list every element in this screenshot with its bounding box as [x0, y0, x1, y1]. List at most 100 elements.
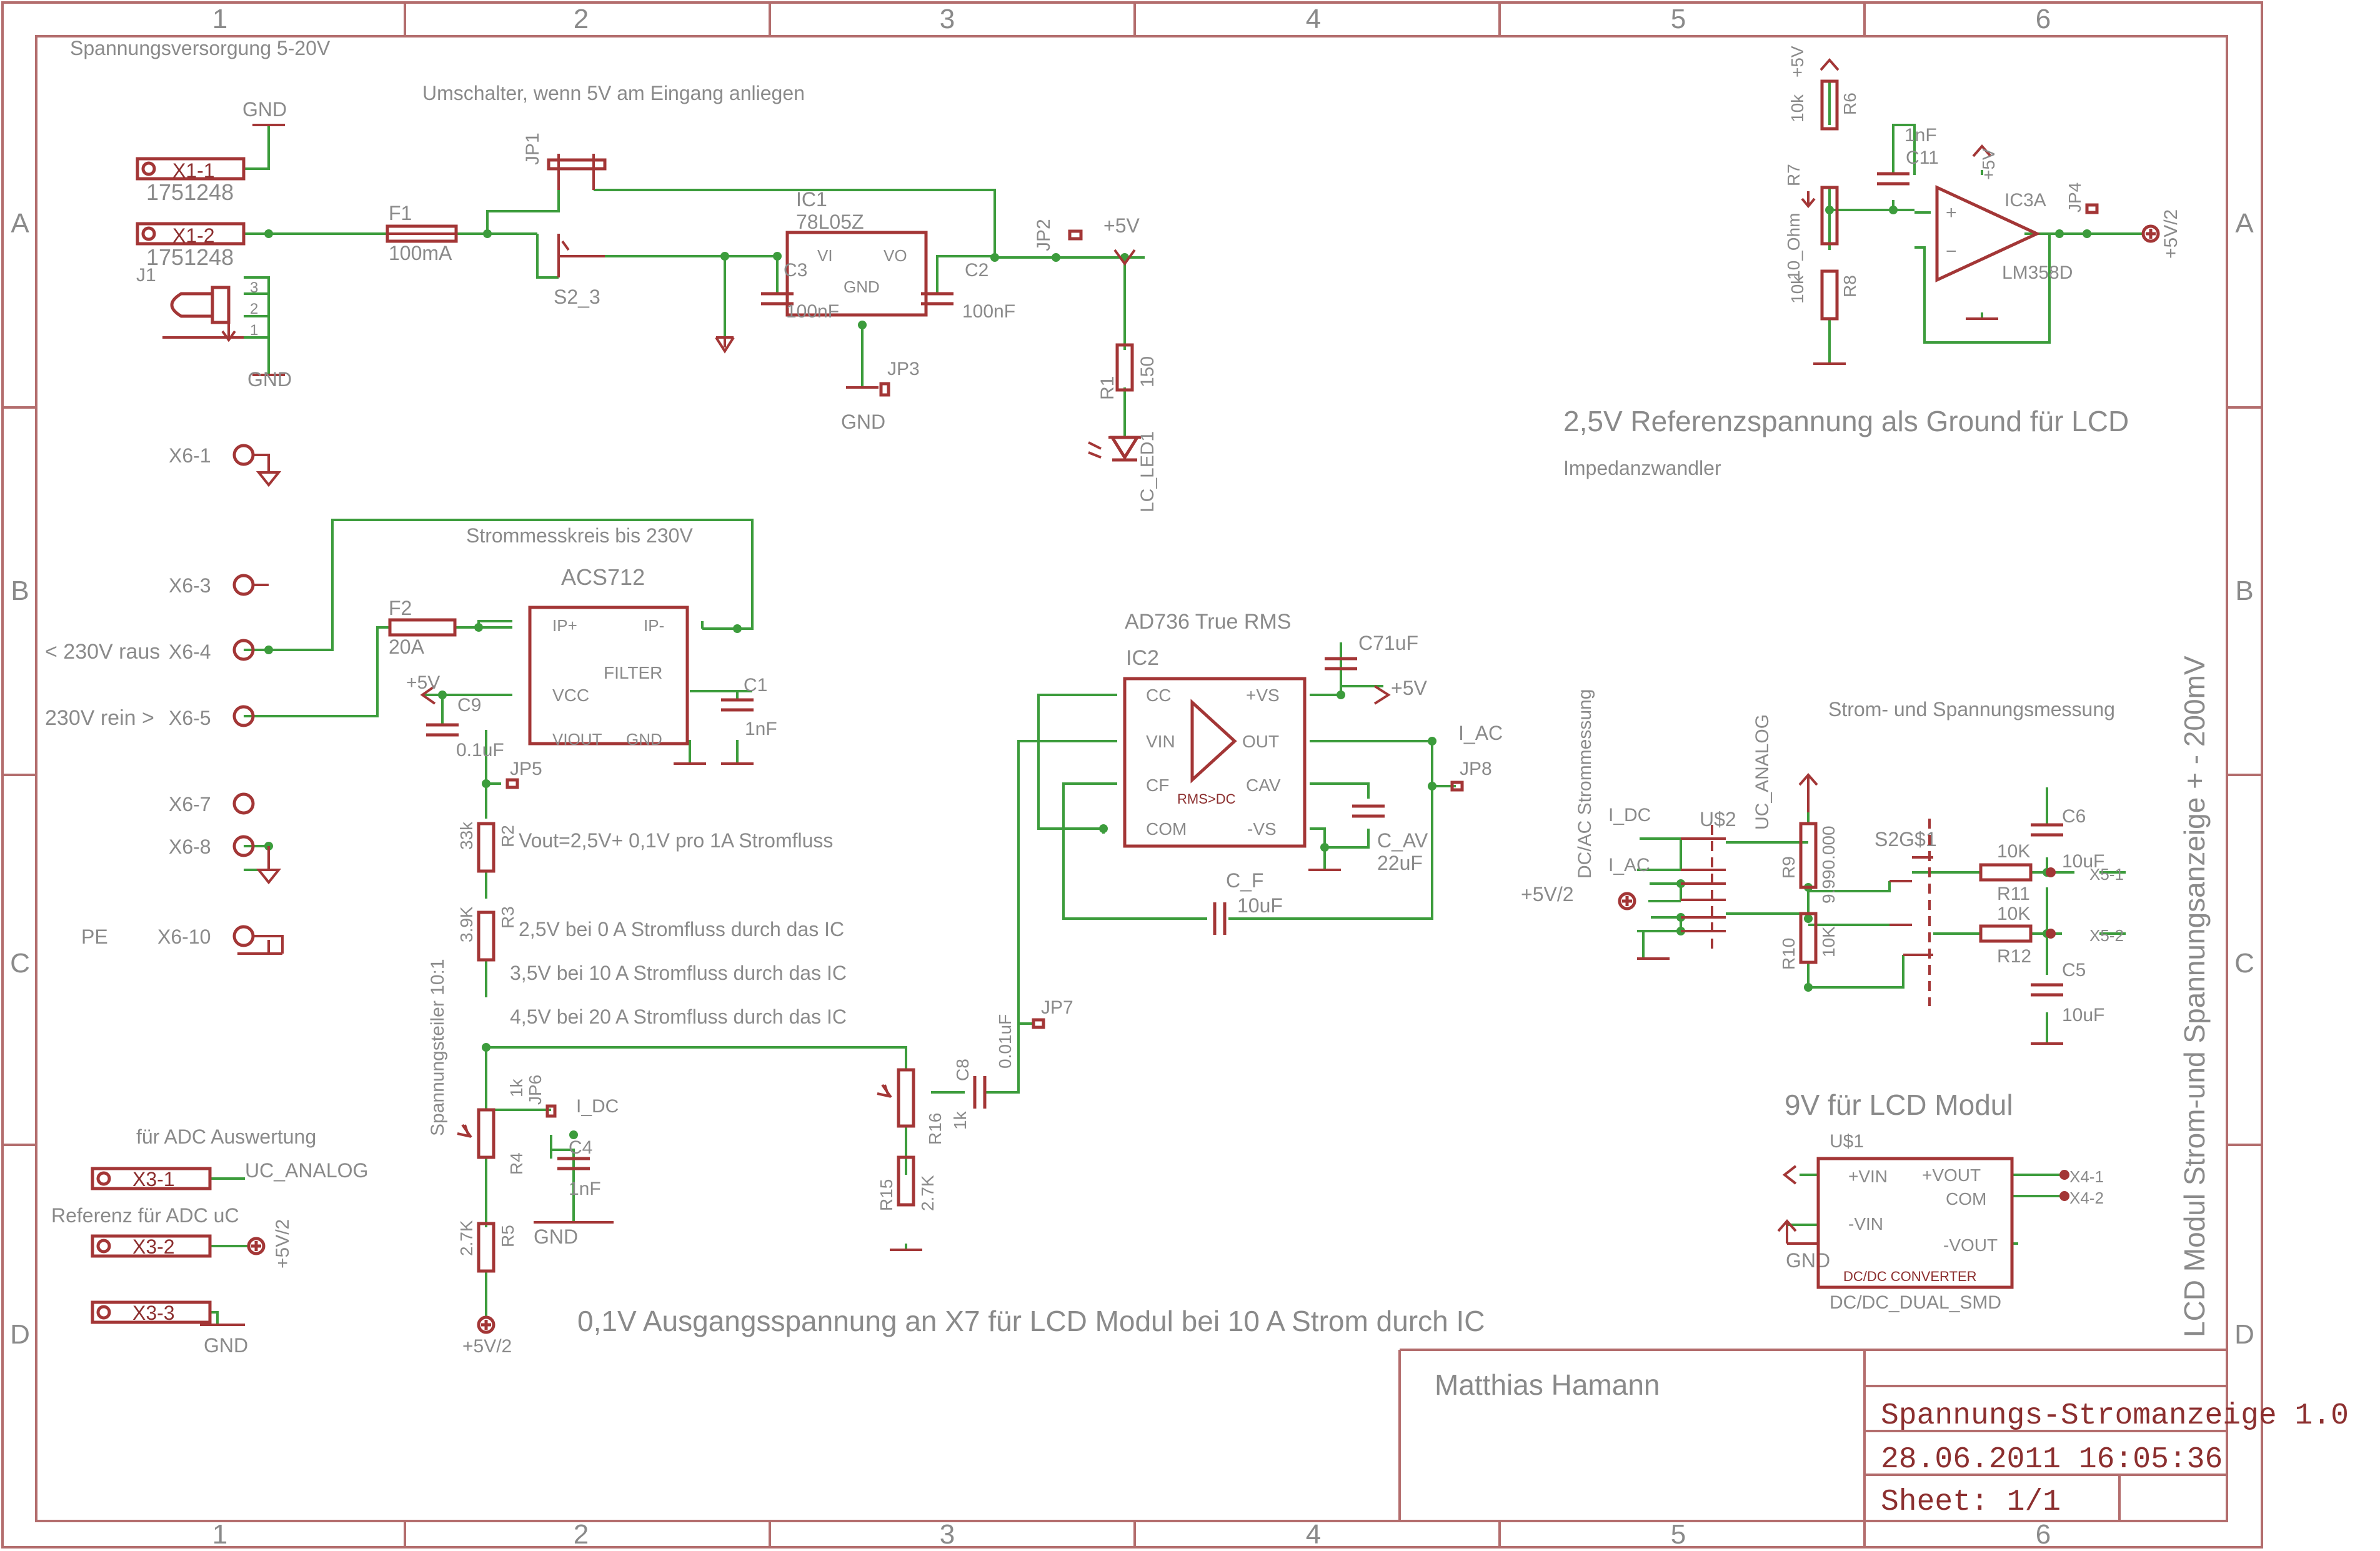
us1-pvout: +VOUT [1922, 1165, 1981, 1185]
r15-label: R15 [877, 1179, 896, 1211]
r8-label: R8 [1840, 275, 1860, 297]
resistor-r6 [1820, 79, 1839, 131]
r9-label: R9 [1779, 856, 1798, 879]
c4-label: C4 [569, 1137, 592, 1158]
idc-label-1: I_DC [576, 1096, 619, 1117]
jumper-jp8 [1450, 780, 1464, 792]
ucanalog-label-1: UC_ANALOG [245, 1159, 368, 1182]
jp2-label: JP2 [1033, 219, 1054, 251]
row-label-a-right: A [2235, 208, 2254, 239]
jp5-label: JP5 [510, 759, 542, 779]
date-text: 28.06.2011 16:05:36 [1881, 1443, 2223, 1477]
p5v2-label-2: +5V/2 [272, 1219, 293, 1269]
potentiometer-r16 [877, 1068, 915, 1128]
ic1-label: IC1 [796, 188, 827, 211]
p5v-label-2: +5V [406, 672, 440, 693]
x6-1-label: X6-1 [169, 444, 211, 467]
c8-value: 0.01uF [995, 1014, 1015, 1069]
inner-frame [35, 35, 2228, 1522]
ref-symbol-3 [2141, 224, 2160, 243]
r6-value: 10k [1788, 94, 1807, 122]
led-lc-led1 [1088, 436, 1140, 462]
row-label-c: C [10, 948, 30, 979]
col-label-1b: 1 [212, 1519, 227, 1550]
col-label-3b: 3 [940, 1519, 955, 1550]
note-impedance: Impedanzwandler [1563, 457, 1721, 479]
acs-ipp: IP+ [552, 616, 577, 635]
jumper-jp3 [879, 382, 890, 397]
vcc-5v-arrow-4 [1820, 57, 1992, 157]
ic2-cc: CC [1146, 686, 1171, 705]
dcdc-arrows [1777, 1165, 1797, 1244]
r2-value: 33k [457, 821, 476, 850]
column-dividers [2, 2, 2262, 1547]
p5v2-label-4: +5V/2 [1521, 883, 1574, 905]
sensor-acs712 [528, 606, 689, 746]
x1-2-label: X1-2 [172, 224, 215, 247]
r4-label: R4 [507, 1152, 526, 1175]
r3-label: R3 [498, 906, 517, 929]
ic1-vi: VI [817, 246, 833, 265]
capacitor-c9 [426, 723, 459, 737]
col-label-3: 3 [940, 4, 955, 34]
resistor-r12 [1979, 924, 2033, 943]
jumper-jp5 [505, 778, 519, 789]
gnd-label-5: GND [204, 1334, 248, 1357]
r5-value: 2.7K [457, 1220, 476, 1256]
r2-label: R2 [498, 825, 517, 847]
row-label-c-right: C [2234, 948, 2254, 979]
col-label-2: 2 [574, 4, 589, 34]
opamp-minus: − [1946, 241, 1957, 262]
x5-2-label: X5-2 [2089, 926, 2124, 945]
note-rein: 230V rein > [45, 706, 154, 730]
note-switch: Umschalter, wenn 5V am Eingang anliegen [422, 82, 805, 104]
ic1-gnd: GND [844, 277, 880, 296]
c3-value: 100nF [786, 301, 839, 322]
jp6-label: JP6 [525, 1075, 545, 1105]
acs-label: ACS712 [561, 564, 645, 590]
vcc-5v-arrow-2 [420, 685, 436, 705]
row-label-d: D [10, 1319, 30, 1350]
j1-pin3: 3 [250, 279, 258, 296]
author-text: Matthias Hamann [1435, 1369, 1660, 1401]
potentiometer-r7 [1801, 186, 1839, 246]
ic2-com: COM [1146, 819, 1187, 839]
note-adc-eval: für ADC Auswertung [136, 1125, 316, 1148]
note-ref-title: 2,5V Referenzspannung als Ground für LCD [1563, 405, 2129, 437]
c11-value: 1nF [1904, 125, 1937, 146]
col-label-1: 1 [212, 4, 227, 34]
f1-label: F1 [389, 202, 412, 224]
x4-2-label: X4-2 [2069, 1189, 2104, 1207]
x6-8-label: X6-8 [169, 835, 211, 858]
us1-mvin: -VIN [1848, 1214, 1883, 1234]
c6-value: 10uF [2062, 851, 2104, 872]
ic2-cf: CF [1146, 776, 1169, 795]
note-rms: AD736 True RMS [1125, 610, 1291, 634]
sheet-text: Sheet: 1/1 [1881, 1485, 2061, 1519]
capacitor-c11 [1877, 172, 1909, 186]
title-block [1398, 1349, 2227, 1521]
jp1-label: JP1 [522, 132, 543, 165]
opamp-plus: + [1946, 202, 1957, 223]
p5v-label-4: +5V [1788, 46, 1807, 77]
cf-value: 10uF [1237, 894, 1283, 917]
c5-label: C5 [2062, 960, 2086, 980]
c1-value: 1nF [745, 719, 777, 739]
r12-value: 10K [1997, 904, 2030, 924]
ic2-label: IC2 [1126, 646, 1159, 670]
iac-label-1: I_AC [1458, 722, 1503, 744]
resistor-r15 [897, 1155, 915, 1207]
ref-symbol-4 [1618, 892, 1636, 910]
c5-value: 10uF [2062, 1005, 2104, 1025]
potentiometer-r4 [457, 1108, 495, 1159]
j1-pin2: 2 [250, 301, 258, 317]
jp4-label: JP4 [2065, 182, 2084, 212]
acs-gnd: GND [626, 730, 662, 749]
cf-label: C_F [1226, 869, 1263, 892]
jumper-jp4 [2085, 203, 2099, 214]
gnd-label-3: GND [841, 411, 885, 433]
c11-label: C11 [1906, 147, 1939, 168]
us1-label: U$1 [1830, 1131, 1864, 1152]
col-label-5: 5 [1671, 4, 1686, 34]
